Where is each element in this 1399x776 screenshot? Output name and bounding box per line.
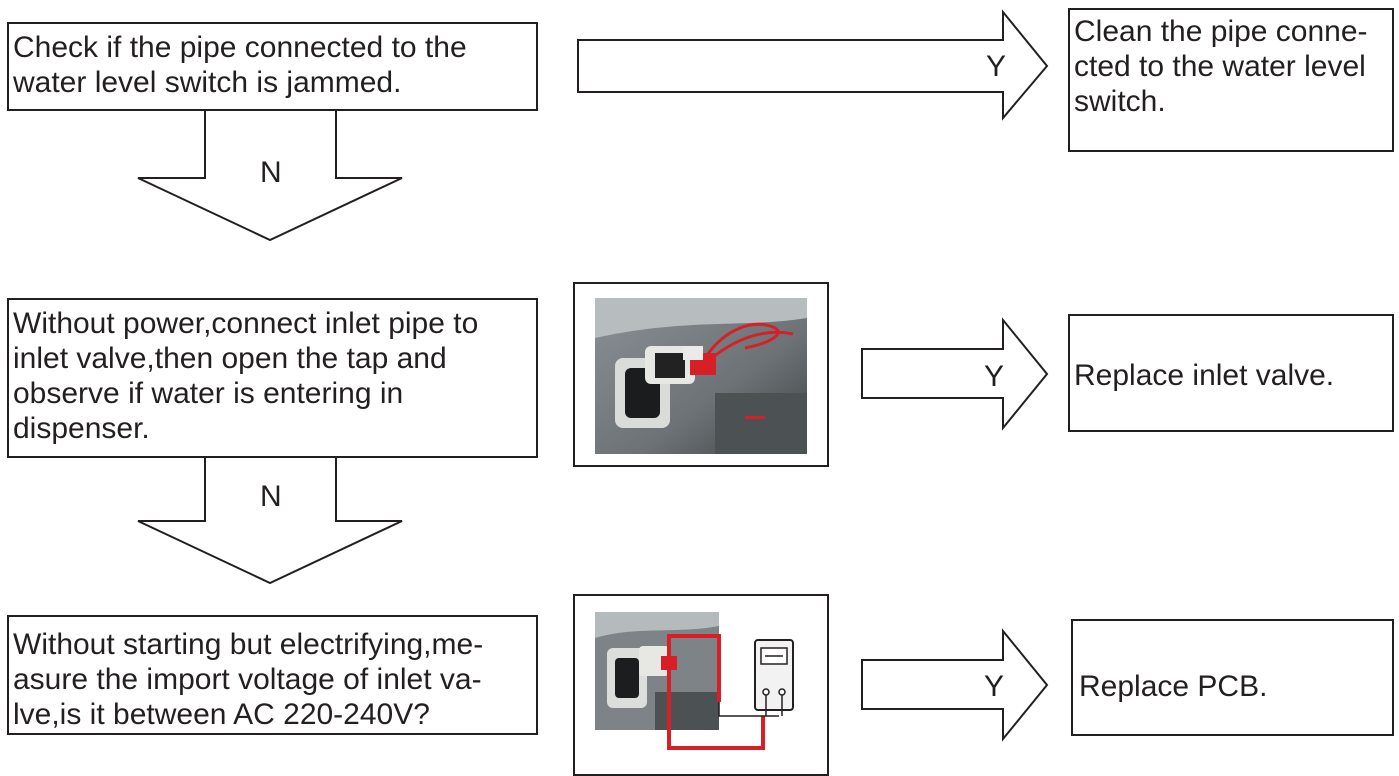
step-text-3: Without starting but electrifying,me- as… xyxy=(13,628,484,731)
arrow-right-2 xyxy=(861,317,1049,431)
result-text-1: Clean the pipe conne- cted to the water … xyxy=(1074,15,1368,118)
no-label-2: N xyxy=(260,480,282,513)
yes-label-1: Y xyxy=(986,50,1007,83)
inlet-valve-photo-icon xyxy=(595,298,807,454)
step-text-1: Check if the pipe connected to the water… xyxy=(13,31,467,99)
arrow-down-2 xyxy=(137,456,403,585)
step-box-1: Check if the pipe connected to the water… xyxy=(7,22,538,111)
result-box-1: Clean the pipe conne- cted to the water … xyxy=(1068,8,1394,152)
arrow-down-1 xyxy=(137,109,403,242)
yes-label-3: Y xyxy=(984,670,1005,703)
step-box-3: Without starting but electrifying,me- as… xyxy=(7,615,538,735)
arrow-right-1 xyxy=(577,9,1049,121)
photo-frame-1 xyxy=(573,282,829,467)
result-text-2: Replace inlet valve. xyxy=(1074,359,1335,392)
result-box-2: Replace inlet valve. xyxy=(1068,314,1394,432)
result-text-3: Replace PCB. xyxy=(1079,670,1268,703)
no-label-1: N xyxy=(260,156,282,189)
voltage-measurement-photo-icon xyxy=(595,612,794,750)
arrow-right-3 xyxy=(861,628,1049,742)
step-text-2: Without power,connect inlet pipe to inle… xyxy=(13,307,479,445)
yes-label-2: Y xyxy=(984,360,1005,393)
result-box-3: Replace PCB. xyxy=(1071,619,1394,736)
photo-frame-2 xyxy=(573,594,829,776)
step-box-2: Without power,connect inlet pipe to inle… xyxy=(7,298,538,458)
